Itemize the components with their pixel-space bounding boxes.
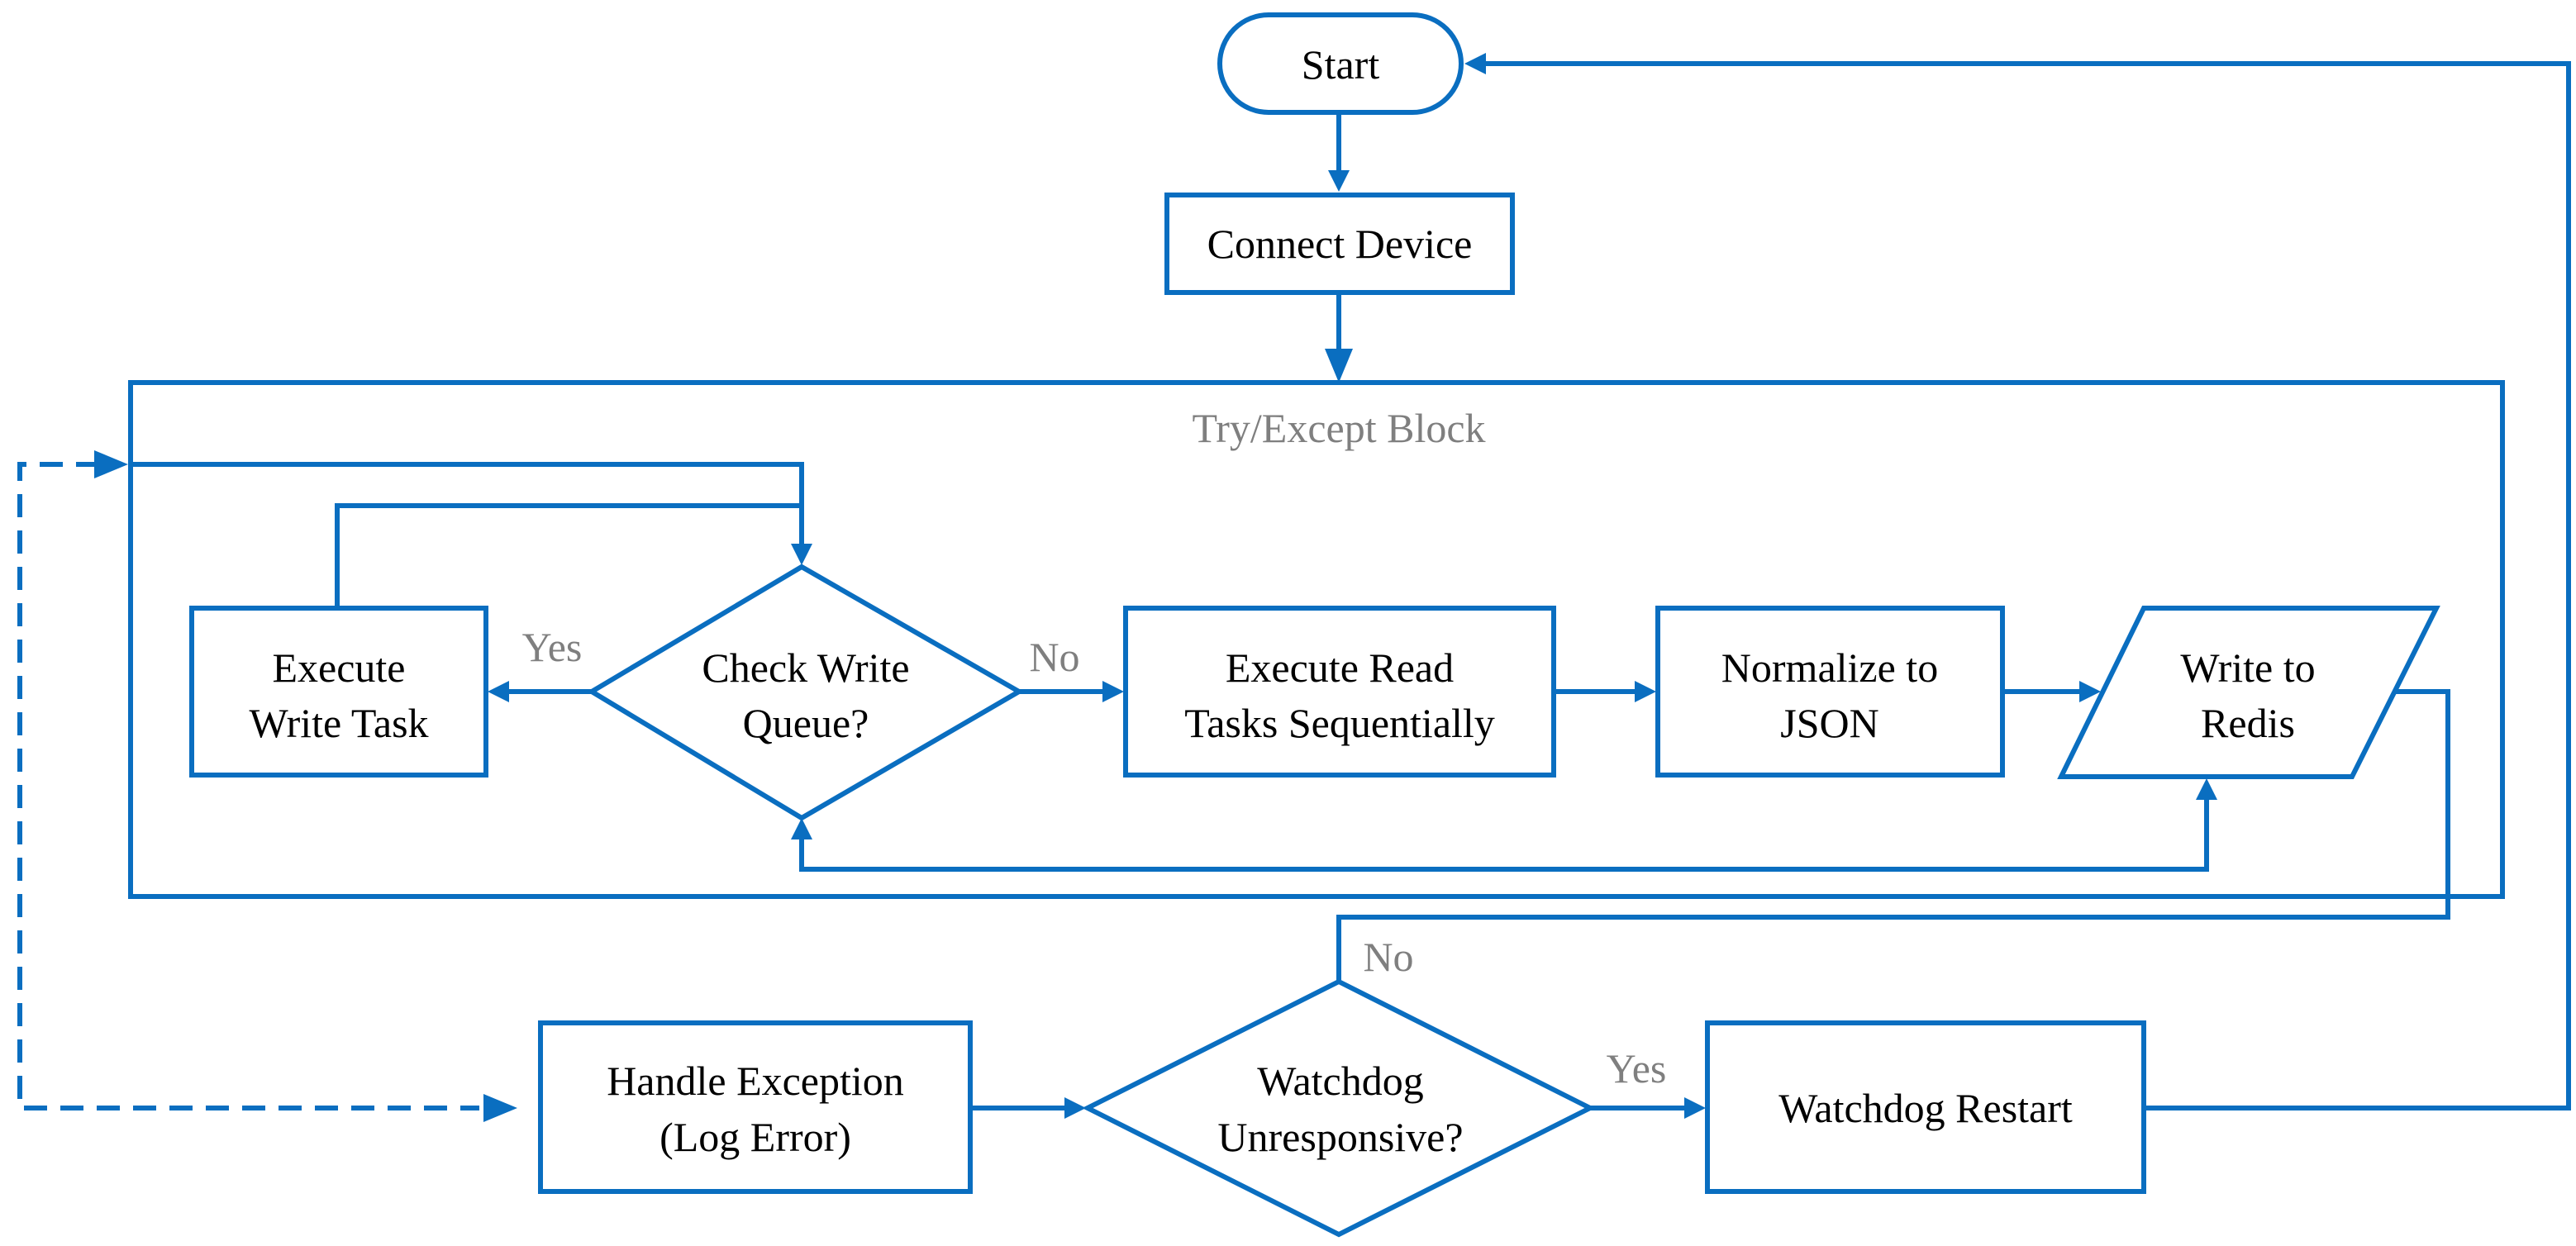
node-redis-line1: Write to: [2180, 644, 2315, 691]
node-watchdog-line2: Unresponsive?: [1217, 1114, 1463, 1160]
edges: [17, 53, 2571, 1122]
node-normalize-json: Normalize to JSON: [1655, 606, 2005, 778]
arrowhead-try: [1325, 349, 1353, 383]
arrowhead-handle: [483, 1094, 517, 1122]
node-check-write-queue: Check Write Queue?: [587, 564, 1024, 821]
try-except-title: Try/Except Block: [1192, 405, 1485, 451]
edge-restart-start: [1483, 61, 2571, 1110]
node-execute-write-task: Execute Write Task: [189, 606, 488, 778]
arrowhead-redis-bottom: [2196, 778, 2217, 800]
arrowhead-normalize: [1635, 681, 1656, 702]
node-write-redis: Write to Redis: [2057, 606, 2440, 779]
label-queue-no: No: [1029, 634, 1079, 680]
node-watchdog-restart: Watchdog Restart: [1705, 1020, 2146, 1194]
node-normalize-line1: Normalize to: [1721, 644, 1938, 691]
label-watchdog-no: No: [1363, 934, 1413, 980]
arrowhead-check-top: [791, 544, 812, 565]
node-watchdog-unresponsive: Watchdog Unresponsive?: [1082, 978, 1596, 1238]
node-handle-exception: Handle Exception (Log Error): [538, 1020, 973, 1194]
node-read-line2: Tasks Sequentially: [1184, 700, 1495, 746]
node-check-line2: Queue?: [743, 700, 869, 746]
edge-exception-dashed: [17, 462, 479, 1110]
node-write-line1: Execute: [272, 644, 405, 691]
node-connect-label: Connect Device: [1207, 221, 1473, 267]
edge-labels: Yes No No Yes: [522, 624, 1667, 1091]
arrowhead-connect: [1328, 170, 1350, 192]
edge-redis-loop: [799, 795, 2209, 872]
arrowhead-try-entry: [94, 450, 128, 478]
arrowhead-redis: [2079, 681, 2101, 702]
try-except-group: Try/Except Block: [128, 380, 2505, 899]
edge-redis-watchdog: [1336, 689, 2450, 980]
node-start-label: Start: [1302, 41, 1380, 88]
node-start: Start: [1217, 12, 1464, 115]
node-write-line2: Write Task: [249, 700, 428, 746]
arrowhead-watchdog-q: [1064, 1097, 1086, 1119]
label-queue-yes: Yes: [522, 624, 583, 670]
node-handle-line2: (Log Error): [659, 1114, 851, 1160]
node-execute-read-tasks: Execute Read Tasks Sequentially: [1123, 606, 1556, 778]
arrowhead-check-bottom: [791, 818, 812, 839]
node-handle-line1: Handle Exception: [607, 1058, 904, 1104]
arrowhead-read: [1102, 681, 1124, 702]
edge-write-loop: [335, 503, 802, 608]
node-watchdog-line1: Watchdog: [1257, 1058, 1423, 1104]
label-watchdog-yes: Yes: [1607, 1045, 1667, 1091]
node-normalize-line2: JSON: [1780, 700, 1878, 746]
edge-entry-check: [131, 462, 804, 545]
arrowhead-restart: [1684, 1097, 1706, 1119]
node-check-line1: Check Write: [702, 644, 909, 691]
node-restart-label: Watchdog Restart: [1778, 1085, 2073, 1131]
arrowhead-write: [488, 681, 509, 702]
node-read-line1: Execute Read: [1226, 644, 1454, 691]
node-connect-device: Connect Device: [1164, 193, 1515, 295]
arrowhead-start: [1464, 53, 1486, 74]
node-redis-line2: Redis: [2201, 700, 2295, 746]
